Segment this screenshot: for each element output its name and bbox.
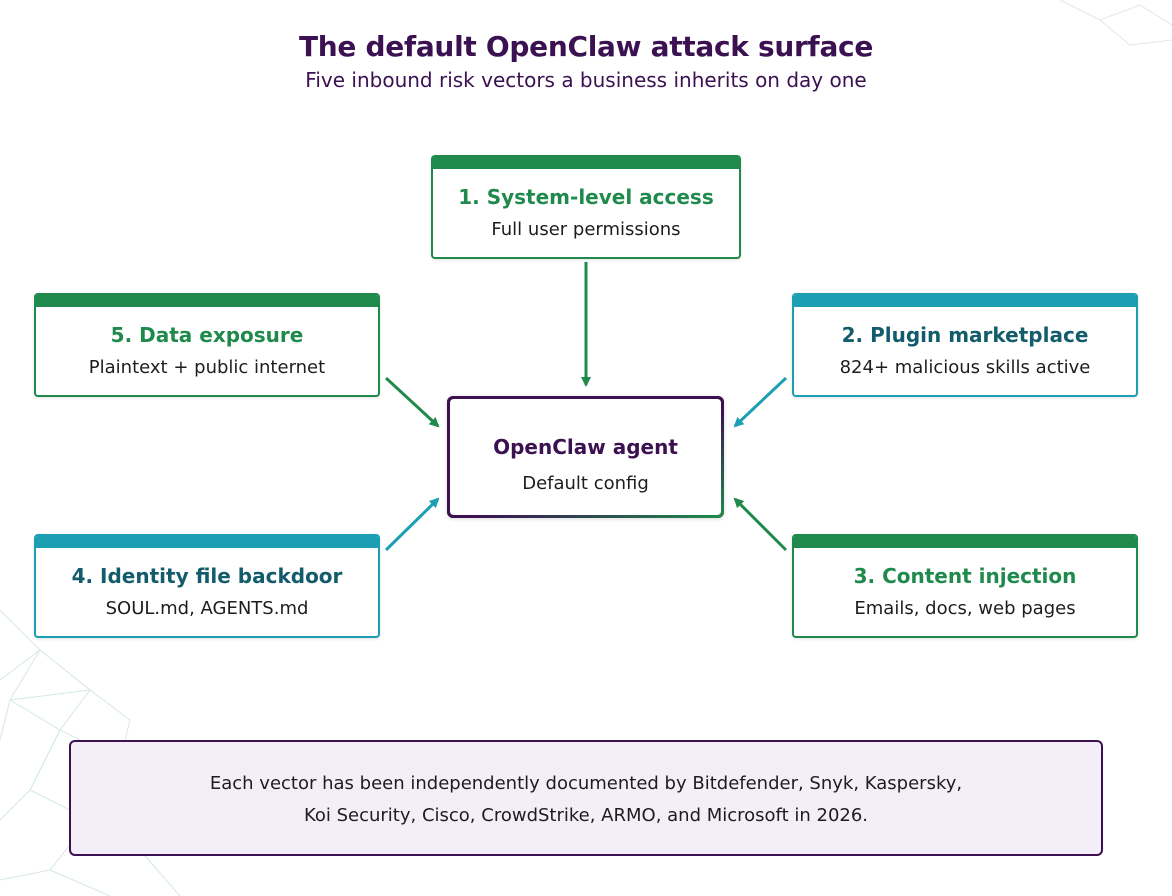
vector-3-accent-bar [794, 536, 1136, 548]
vector-1-title: 1. System-level access [458, 185, 714, 209]
vector-2-accent-bar [794, 295, 1136, 307]
center-agent-node: OpenClaw agent Default config [447, 396, 724, 518]
vector-5-title: 5. Data exposure [110, 323, 304, 347]
center-title: OpenClaw agent [493, 435, 678, 459]
arrow-5-data-exposure [384, 376, 440, 428]
vector-4-subtitle: SOUL.md, AGENTS.md [105, 598, 309, 619]
vector-5-node: 5. Data exposure Plaintext + public inte… [34, 293, 380, 397]
sources-note-line-2: Koi Security, Cisco, CrowdStrike, ARMO, … [303, 805, 869, 826]
page-subtitle: Five inbound risk vectors a business inh… [305, 68, 867, 92]
vector-4-node: 4. Identity file backdoor SOUL.md, AGENT… [34, 534, 380, 638]
vector-4-accent-bar [36, 536, 378, 548]
center-subtitle: Default config [522, 473, 649, 494]
vector-4-title: 4. Identity file backdoor [71, 564, 343, 588]
vector-2-node: 2. Plugin marketplace 824+ malicious ski… [792, 293, 1138, 397]
vector-3-title: 3. Content injection [853, 564, 1077, 588]
vector-3-subtitle: Emails, docs, web pages [854, 598, 1076, 619]
arrow-2-plugin-marketplace [733, 376, 788, 428]
vector-1-accent-bar [433, 157, 739, 169]
vector-1-subtitle: Full user permissions [491, 219, 681, 240]
vector-5-subtitle: Plaintext + public internet [88, 357, 326, 378]
page-title: The default OpenClaw attack surface [298, 30, 874, 63]
vector-2-title: 2. Plugin marketplace [841, 323, 1089, 347]
vector-2-subtitle: 824+ malicious skills active [839, 357, 1091, 378]
sources-note: Each vector has been independently docum… [69, 740, 1103, 856]
arrow-3-content-injection [733, 497, 788, 552]
vector-3-node: 3. Content injection Emails, docs, web p… [792, 534, 1138, 638]
arrow-4-identity-backdoor [384, 497, 440, 552]
vector-1-node: 1. System-level access Full user permiss… [431, 155, 741, 259]
vector-5-accent-bar [36, 295, 378, 307]
sources-note-line-1: Each vector has been independently docum… [209, 773, 963, 794]
